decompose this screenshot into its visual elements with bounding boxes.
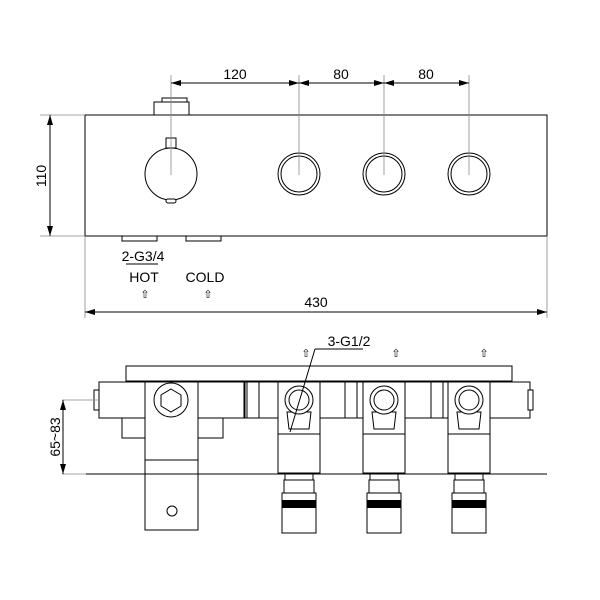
top-stem [153,101,190,116]
diverter-valve [362,381,406,534]
dim-width-label: 430 [304,294,328,310]
dim-label: 80 [418,66,434,82]
hot-label: HOT [129,269,159,285]
dim-label: 80 [333,66,349,82]
arrow-up-icon: ⇧ [479,348,488,360]
side-view: ⇧ ⇧ ⇧ 65~83 3-G1/2 [47,333,547,534]
arrow-up-icon: ⇧ [301,348,310,360]
hot-inlet [121,235,158,242]
thermostat-cartridge [144,459,199,531]
arrow-up-icon: ⇧ [203,289,212,301]
cold-label: COLD [186,269,225,285]
inlet-thread-label: 2-G3/4 [122,248,165,264]
arrow-up-icon: ⇧ [140,289,149,301]
arrow-up-icon: ⇧ [391,348,400,360]
hex-icon [160,388,182,413]
diverter-valve [277,381,321,534]
front-view: 120 80 80 110 430 2-G3/4 HOT COLD ⇧ ⇧ [33,66,548,318]
faceplate [84,114,548,237]
depth-range-label: 65~83 [47,417,63,457]
dim-height-label: 110 [33,165,49,188]
top-plate [125,365,513,382]
hex-plug [153,382,189,418]
dim-label: 120 [223,66,247,82]
diverter-valve [447,381,491,534]
cold-inlet [185,235,222,242]
outlet-thread-label: 3-G1/2 [328,333,371,349]
